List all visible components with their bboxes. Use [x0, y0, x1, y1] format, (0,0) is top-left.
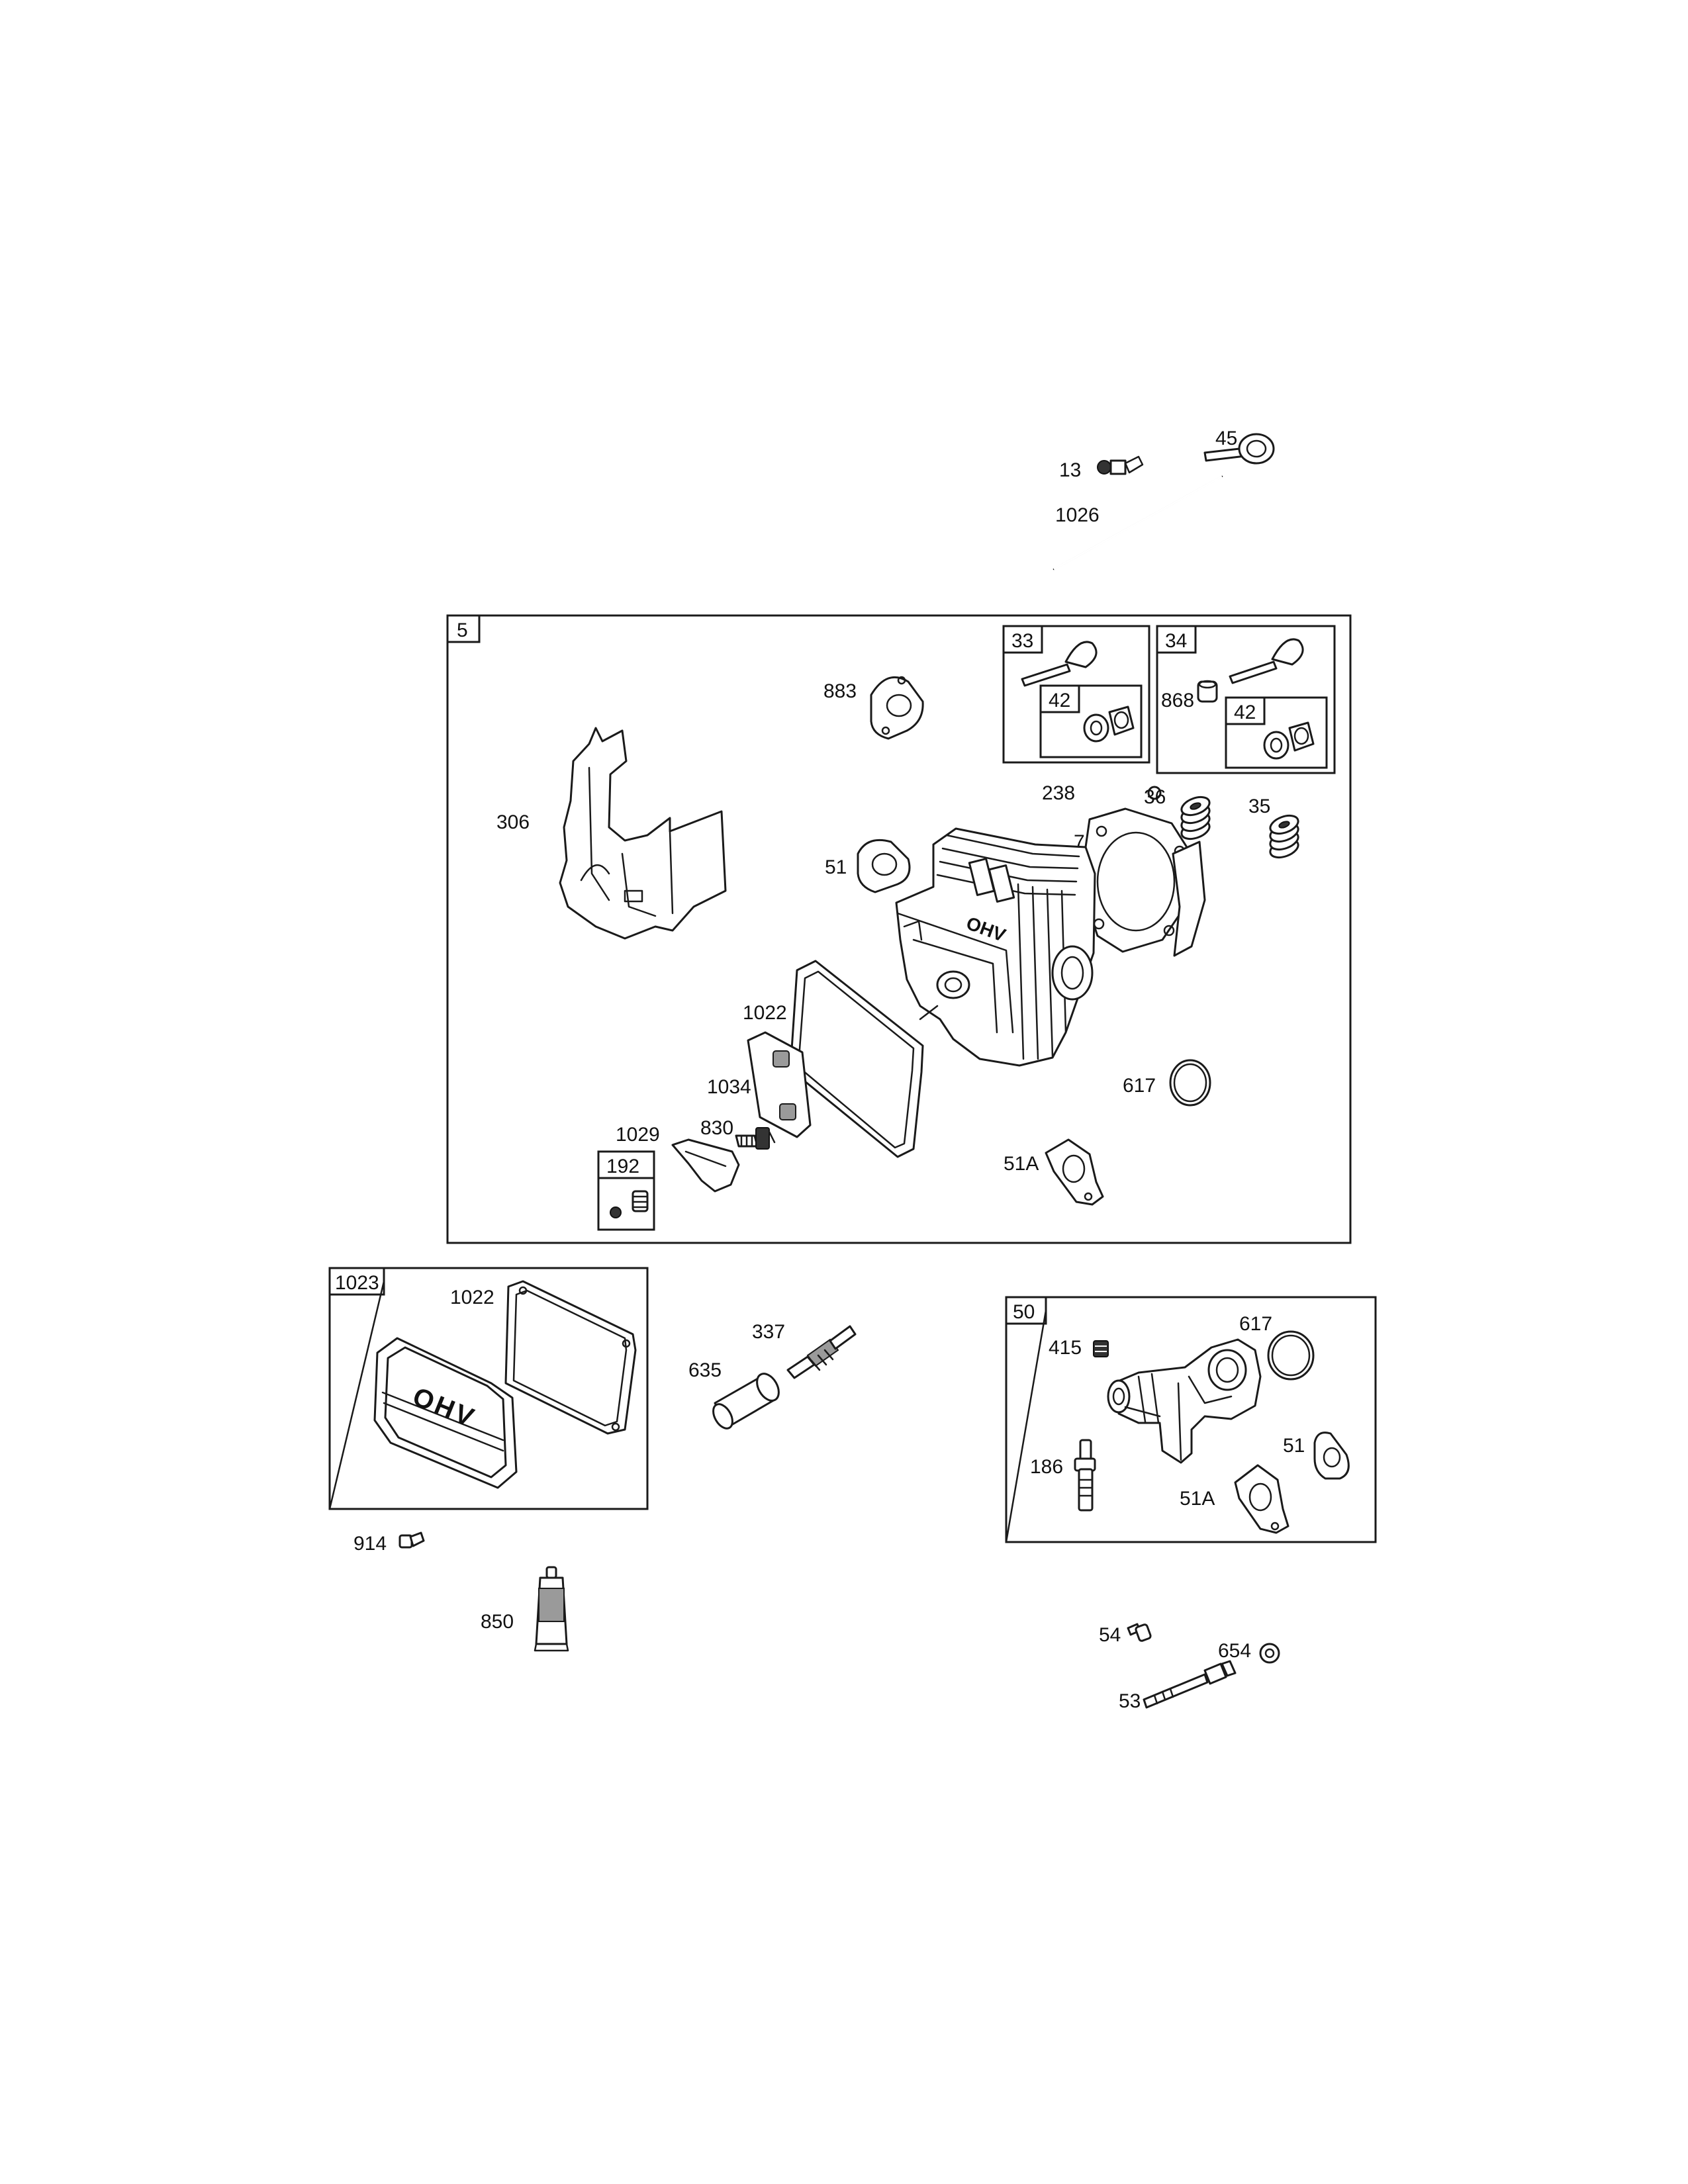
label-51b: 51	[1283, 1435, 1305, 1457]
label-51Aa: 51A	[1004, 1153, 1039, 1175]
label-1034: 1034	[707, 1076, 751, 1098]
part-1026-push-rod	[1053, 475, 1223, 570]
part-51A-gasket-a	[1045, 1138, 1104, 1206]
label-415: 415	[1049, 1337, 1082, 1359]
assembly-box-42b	[1225, 696, 1328, 769]
label-54: 54	[1099, 1624, 1121, 1646]
part-868-seal	[1197, 680, 1218, 703]
label-337: 337	[752, 1321, 785, 1343]
label-883: 883	[823, 680, 857, 702]
part-35-spring	[1269, 814, 1299, 859]
label-13: 13	[1059, 459, 1081, 481]
box-label-5: 5	[457, 619, 468, 641]
label-1022b: 1022	[450, 1287, 494, 1308]
part-34-valve	[1229, 638, 1304, 684]
label-51a: 51	[825, 856, 847, 878]
label-1022a: 1022	[743, 1002, 787, 1024]
box-label-42a: 42	[1049, 690, 1070, 711]
box-label-34: 34	[1165, 630, 1187, 652]
part-186-fitting	[1074, 1439, 1096, 1512]
label-1026: 1026	[1055, 504, 1100, 526]
label-35: 35	[1248, 796, 1270, 817]
part-42b-valve-keepers	[1263, 721, 1315, 760]
part-617-o-ring-b	[1267, 1330, 1315, 1381]
label-238: 238	[1042, 782, 1075, 804]
part-13-bolt	[1097, 455, 1144, 475]
assembly-box-5	[446, 614, 1352, 1244]
label-1029: 1029	[616, 1124, 660, 1146]
part-635-spark-plug-boot	[712, 1373, 780, 1430]
part-415-nut	[1093, 1340, 1109, 1357]
box-label-192: 192	[606, 1156, 639, 1177]
part-36-spring	[1180, 796, 1211, 841]
label-36: 36	[1144, 786, 1166, 808]
part-cylinder-head: OHV	[895, 827, 1096, 1067]
part-654-nut	[1259, 1643, 1280, 1664]
part-1023-rocker-cover: OHV	[373, 1337, 518, 1489]
label-914: 914	[353, 1533, 387, 1555]
part-1029-rocker-arm	[671, 1138, 740, 1193]
part-intake-manifold	[1107, 1338, 1262, 1464]
label-617b: 617	[1239, 1313, 1272, 1335]
assembly-box-42a	[1039, 684, 1143, 758]
part-51A-gasket-b	[1234, 1464, 1289, 1534]
assembly-box-34	[1156, 625, 1336, 774]
part-42a-valve-keepers	[1083, 705, 1135, 743]
label-51Ab: 51A	[1180, 1488, 1215, 1510]
part-53-stud	[1143, 1660, 1237, 1709]
part-192-adjusting-screw	[610, 1190, 649, 1218]
label-868: 868	[1161, 690, 1194, 711]
part-51-intake-gasket-b	[1313, 1432, 1350, 1480]
part-1022-cover-gasket-a	[789, 960, 924, 1158]
part-7-head-gasket	[1084, 807, 1206, 957]
label-53: 53	[1119, 1690, 1141, 1712]
part-1022-cover-gasket-b	[504, 1280, 637, 1435]
part-33-valve	[1021, 641, 1098, 687]
part-850-sealant-tube	[534, 1566, 569, 1652]
box-label-50: 50	[1013, 1301, 1035, 1323]
assembly-box-1023	[328, 1267, 649, 1510]
part-337-spark-plug	[786, 1325, 857, 1379]
part-1034-breather	[747, 1031, 812, 1138]
assembly-box-33	[1002, 625, 1150, 764]
part-45-tappet	[1203, 433, 1275, 465]
label-617a: 617	[1123, 1075, 1156, 1097]
label-850: 850	[481, 1611, 514, 1633]
part-54-screw	[1127, 1623, 1152, 1642]
part-830-stud	[735, 1127, 776, 1150]
label-635: 635	[688, 1359, 722, 1381]
box-label-42b: 42	[1234, 702, 1256, 723]
label-306: 306	[496, 811, 530, 833]
label-654: 654	[1218, 1640, 1251, 1662]
part-306-shroud	[559, 727, 727, 940]
label-45: 45	[1215, 428, 1237, 449]
box-label-33: 33	[1011, 630, 1033, 652]
assembly-box-50	[1005, 1296, 1377, 1543]
label-830: 830	[700, 1117, 733, 1139]
part-914-screw	[399, 1531, 425, 1549]
label-186: 186	[1030, 1456, 1063, 1478]
part-238-pin	[1147, 786, 1162, 800]
part-51-intake-gasket	[857, 839, 911, 893]
part-617-o-ring-a	[1169, 1059, 1211, 1107]
part-883-gasket	[870, 676, 924, 740]
box-label-1023: 1023	[335, 1272, 379, 1294]
